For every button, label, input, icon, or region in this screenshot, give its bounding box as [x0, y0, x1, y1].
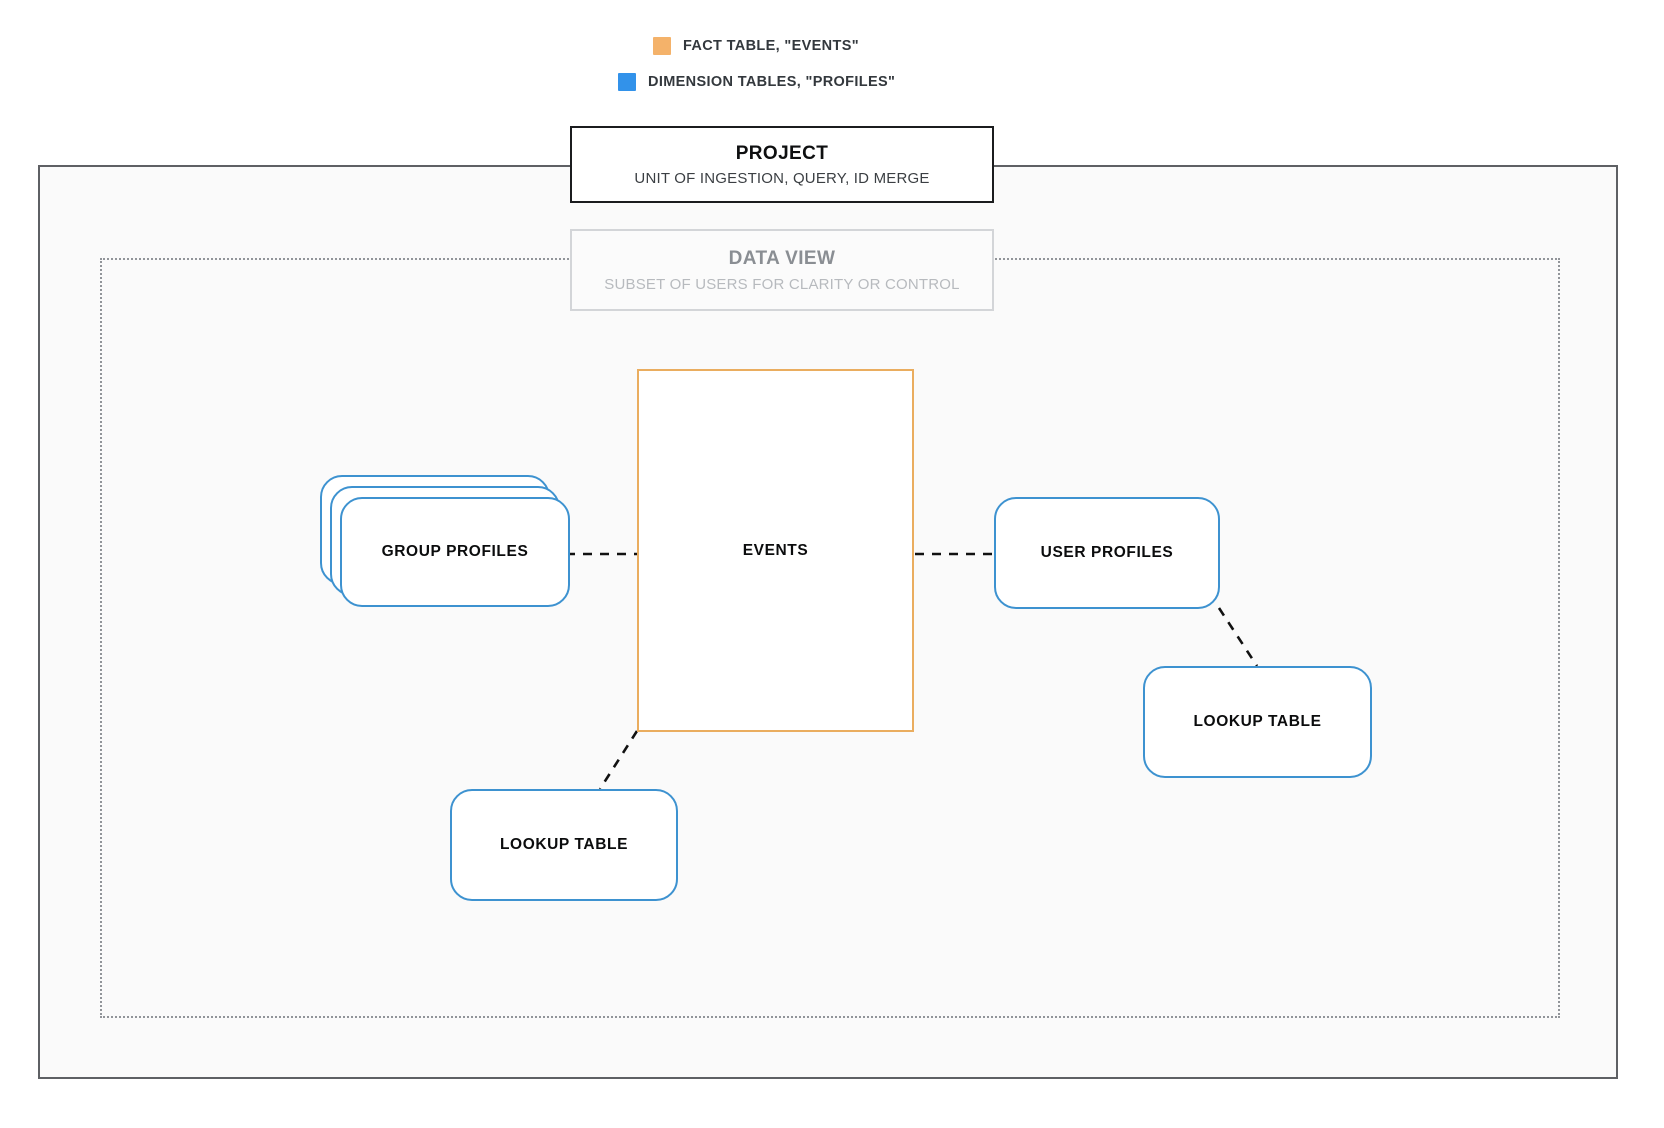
node-group-profiles-label: GROUP PROFILES	[381, 543, 529, 560]
node-events[interactable]: EVENTS	[637, 369, 914, 732]
legend-item-dimension-tables: DIMENSION TABLES, "PROFILES"	[0, 64, 1664, 100]
data-view-title: DATA VIEW	[728, 247, 836, 269]
legend-item-fact-table: FACT TABLE, "EVENTS"	[0, 28, 1664, 64]
stack-card-front[interactable]: GROUP PROFILES	[340, 497, 570, 607]
data-view-label-box: DATA VIEW SUBSET OF USERS FOR CLARITY OR…	[570, 229, 994, 311]
legend: FACT TABLE, "EVENTS" DIMENSION TABLES, "…	[0, 28, 1664, 100]
square-swatch-icon	[653, 37, 671, 55]
node-lookup-table-left[interactable]: LOOKUP TABLE	[450, 789, 678, 901]
project-subtitle: UNIT OF INGESTION, QUERY, ID MERGE	[634, 170, 930, 188]
node-group-profiles[interactable]: GROUP PROFILES	[320, 475, 570, 610]
node-events-label: EVENTS	[742, 541, 809, 559]
node-lookup-table-right[interactable]: LOOKUP TABLE	[1143, 666, 1372, 778]
node-user-profiles[interactable]: USER PROFILES	[994, 497, 1220, 609]
data-view-subtitle: SUBSET OF USERS FOR CLARITY OR CONTROL	[604, 275, 960, 293]
node-lookup-table-left-label: LOOKUP TABLE	[499, 836, 629, 853]
project-title: PROJECT	[735, 142, 829, 164]
project-label-box: PROJECT UNIT OF INGESTION, QUERY, ID MER…	[570, 126, 994, 203]
node-lookup-table-right-label: LOOKUP TABLE	[1193, 713, 1322, 730]
legend-item-label: DIMENSION TABLES, "PROFILES"	[648, 74, 896, 90]
legend-item-label: FACT TABLE, "EVENTS"	[683, 38, 859, 54]
node-user-profiles-label: USER PROFILES	[1040, 544, 1174, 561]
square-swatch-icon	[618, 73, 636, 91]
